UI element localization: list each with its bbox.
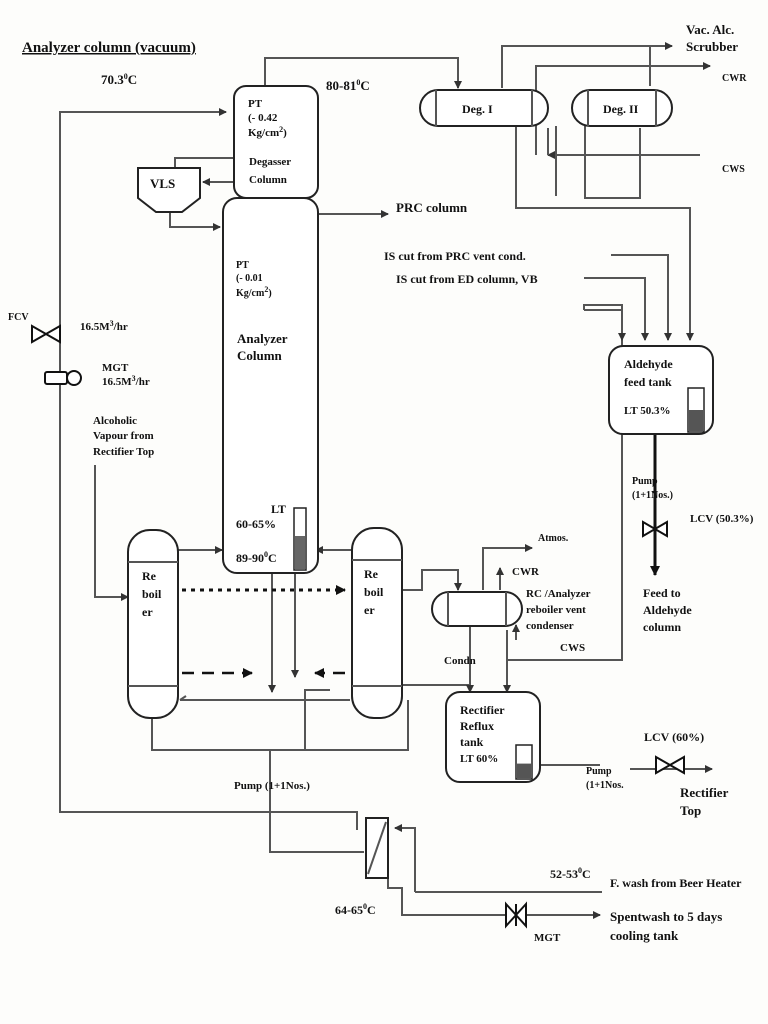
aldehyde-tank-lt: LT 50.3% [624,405,670,417]
aldehyde-tank-name-2: feed tank [624,375,672,389]
mgt-bottom-valve-icon [505,901,527,929]
analyzer-bottom-temp: 89-900C [236,550,277,565]
rectifier-top-2: Top [680,803,701,818]
temp-fwash: 52-530C [550,866,591,881]
pipes [59,42,713,919]
rectifier-level-fill [517,763,531,778]
rc-condenser-2: reboiler vent [526,604,586,616]
is-cut-ed-label: IS cut from ED column, VB [396,272,538,286]
lcv-aldehyde-label: LCV (50.3%) [690,513,754,525]
rc-condenser-1: RC /Analyzer [526,588,591,600]
rectifier-tank-name-1: Rectifier [460,703,505,717]
vls-label: VLS [150,176,175,191]
degasser-pt-value: (- 0.42 [248,112,278,124]
feed-aldehyde-1: Feed to [643,586,681,600]
is-cut-prc-label: IS cut from PRC vent cond. [384,249,526,263]
degasser-name-2: Column [249,174,287,186]
flow-rate-1: 16.5M3/hr [80,319,128,333]
condn-label: Condn [444,655,476,667]
feed-aldehyde-2: Aldehyde [643,603,692,617]
deg2-vessel [571,89,673,127]
lcv-rectifier-label: LCV (60%) [644,730,704,744]
spentwash-2: cooling tank [610,928,679,943]
analyzer-lt-value: 60-65% [236,517,276,531]
rectifier-tank-name-3: tank [460,735,484,749]
alcoholic-vapour-1: Alcoholic [93,415,137,427]
prc-column-label: PRC column [396,200,468,215]
reboiler-right-label-2: boil [364,585,384,599]
alcoholic-vapour-3: Rectifier Top [93,446,154,458]
fcv-valve-icon [31,324,61,344]
degasser-name-1: Degasser [249,156,291,168]
cwr-mid-label: CWR [512,566,540,578]
pump-aldehyde-line1: Pump [632,476,658,487]
pump-rectifier-line1: Pump [586,766,612,777]
reboiler-right-label-1: Re [364,567,379,581]
alcoholic-vapour-2: Vapour from [93,430,154,442]
rectifier-reflux-tank [445,691,541,783]
deg2-label: Deg. II [603,102,639,116]
cws-top-label: CWS [722,164,745,175]
aldehyde-feed-tank [608,345,714,435]
temp-top-left: 70.30C [101,72,137,87]
mgt-flowmeter-icon [44,370,82,386]
rectifier-top-1: Rectifier [680,785,729,800]
deg1-vessel [419,89,549,127]
lcv-aldehyde-valve-icon [642,514,668,538]
aldehyde-tank-name-1: Aldehyde [624,357,673,371]
pump-rectifier-line2: (1+1Nos. [586,780,624,791]
lcv-rectifier-valve-icon [655,755,685,775]
analyzer-name-2: Column [237,348,283,363]
temp-top-mid: 80-810C [326,78,370,93]
rectifier-tank-name-2: Reflux [460,719,494,733]
rectifier-tank-lt: LT 60% [460,753,498,765]
deg1-label: Deg. I [462,102,493,116]
analyzer-pt-value: (- 0.01 [236,273,263,284]
spentwash-1: Spentwash to 5 days [610,909,722,924]
mgt-left-label: MGT [102,362,129,374]
mgt-bottom-label: MGT [534,932,561,944]
analyzer-pt-label: PT [236,260,249,271]
heat-exchanger [365,817,389,879]
analyzer-level-fill [295,536,305,569]
diagram-title: Analyzer column (vacuum) [22,40,196,56]
reboiler-left-label-1: Re [142,569,157,583]
temp-exchanger-out: 64-650C [335,902,376,917]
vac-scrubber-line2: Scrubber [686,39,738,54]
fcv-label: FCV [8,312,29,323]
rc-condenser [431,591,523,627]
vls-vessel [137,167,201,213]
reboiler-right [351,527,403,719]
flow-rate-2: 16.5M3/hr [102,374,150,388]
degasser-pt-label: PT [248,98,263,110]
reboiler-left-label-2: boil [142,587,162,601]
aldehyde-level-fill [689,410,703,431]
analyzer-pt-unit: Kg/cm2) [236,285,272,299]
feed-aldehyde-3: column [643,620,681,634]
cws-mid-label: CWS [560,642,585,654]
cwr-top-label: CWR [722,73,747,84]
reboiler-left-label-3: er [142,605,153,619]
rc-condenser-3: condenser [526,620,574,632]
degasser-pt-unit: Kg/cm2) [248,125,287,139]
vac-scrubber-line1: Vac. Alc. [686,22,734,37]
analyzer-name-1: Analyzer [237,331,288,346]
reboiler-left [127,529,179,719]
analyzer-column [222,197,319,574]
reboiler-right-label-3: er [364,603,375,617]
pump-bottom-label: Pump (1+1Nos.) [234,780,310,792]
pump-aldehyde-line2: (1+1Nos.) [632,490,673,501]
atmos-label: Atmos. [538,533,569,544]
fwash-label: F. wash from Beer Heater [610,876,742,890]
analyzer-lt-label: LT [271,502,286,516]
